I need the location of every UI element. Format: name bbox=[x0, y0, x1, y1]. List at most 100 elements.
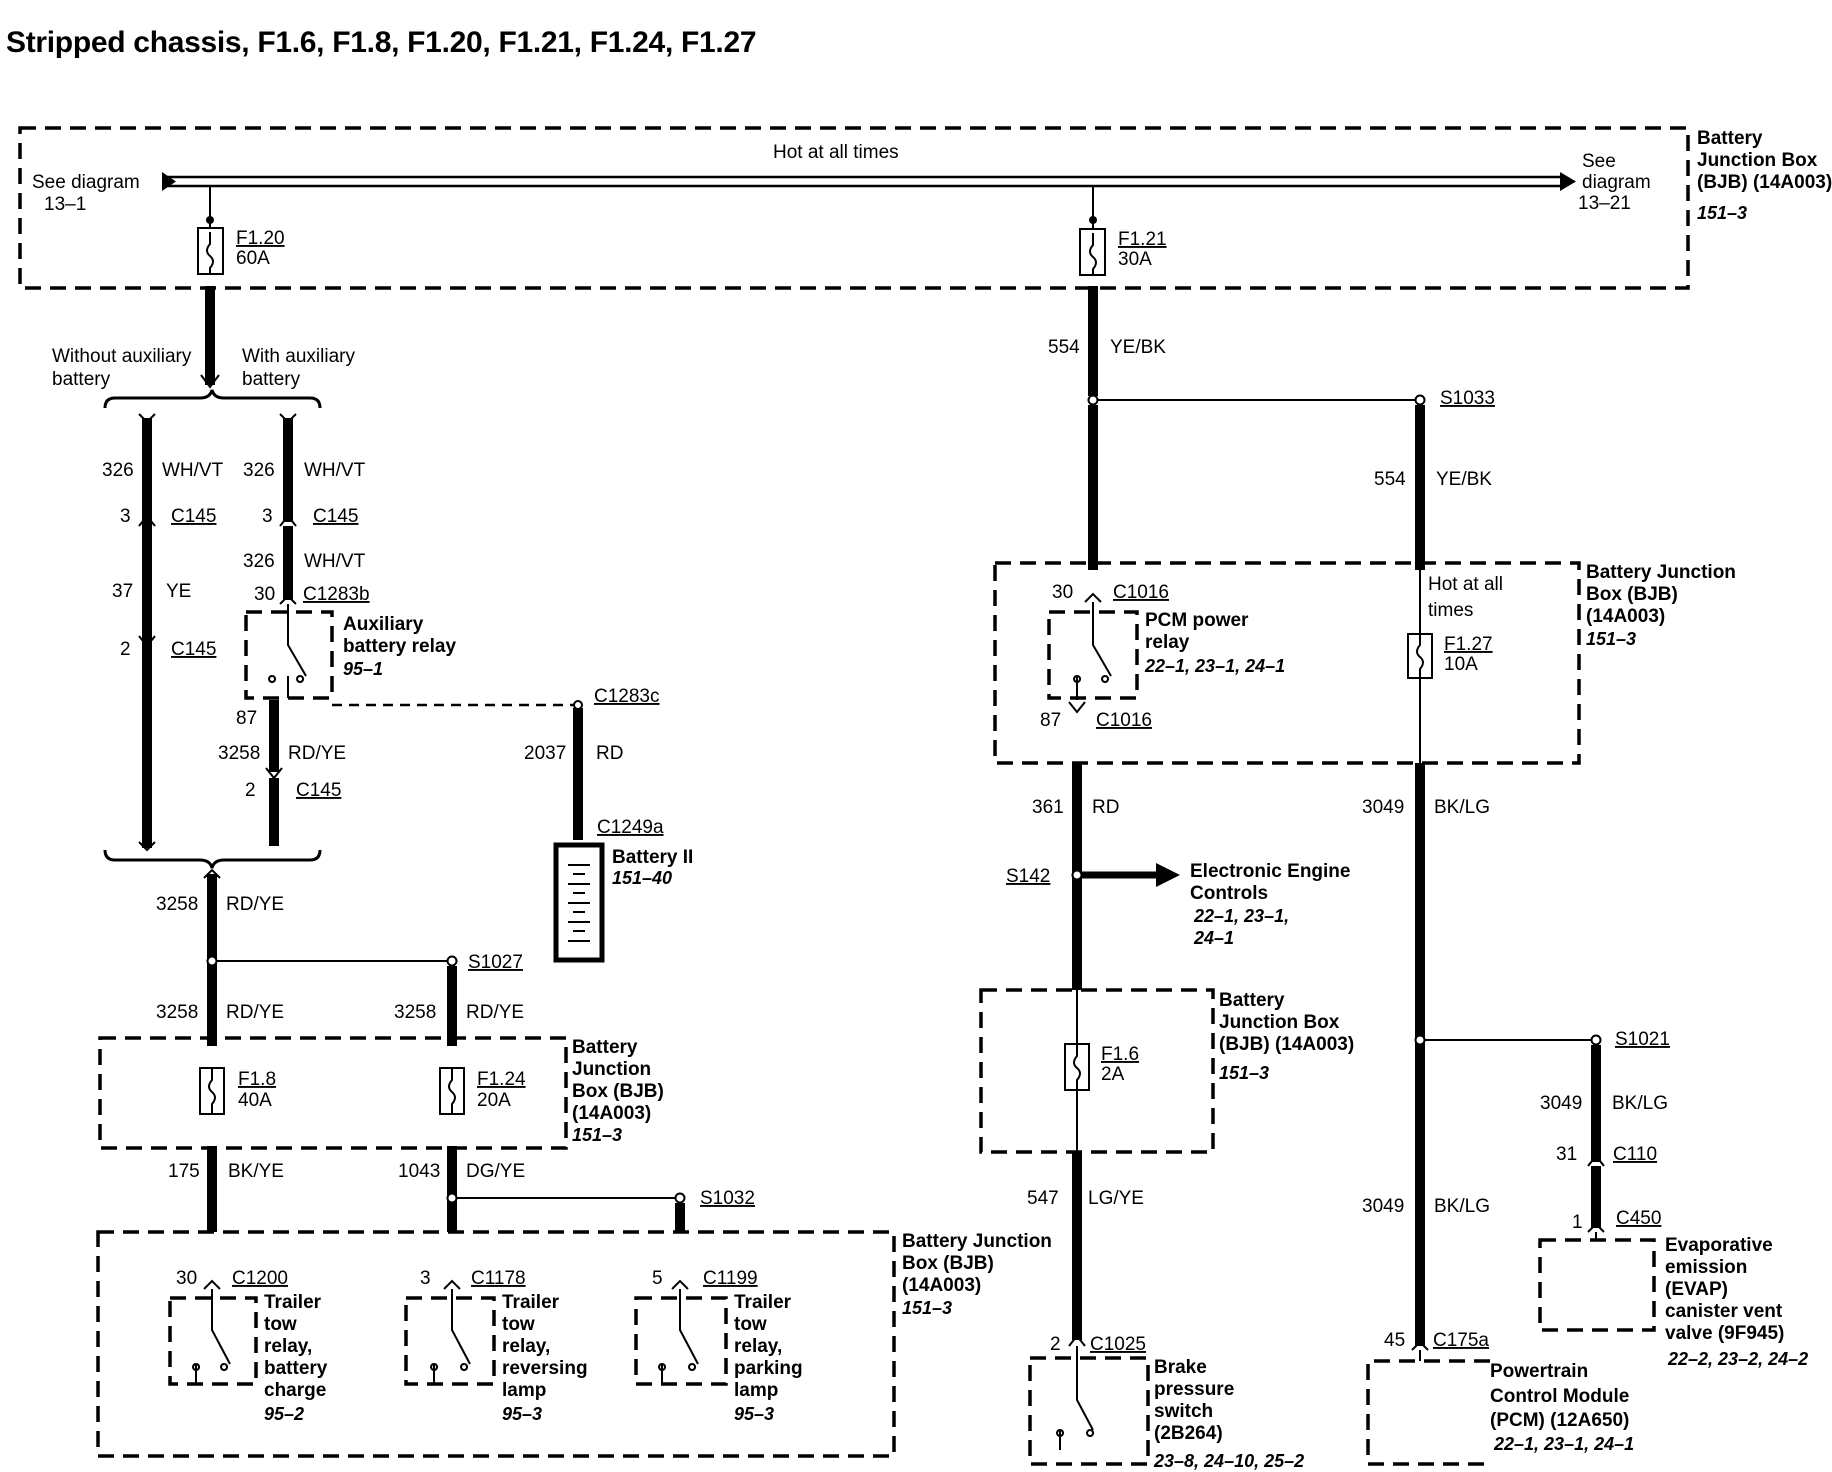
evap-box bbox=[1538, 1238, 1656, 1332]
c145c-pin: 2 bbox=[120, 639, 131, 660]
eec-label-2: Controls bbox=[1190, 883, 1268, 904]
c145d-name: C145 bbox=[296, 780, 341, 801]
c1283b-pin: 30 bbox=[254, 584, 275, 605]
pcm-relay-ref: 22–1, 23–1, 24–1 bbox=[1144, 656, 1285, 676]
ttr-rev-label-3: relay, bbox=[502, 1336, 550, 1357]
w175-num: 175 bbox=[168, 1161, 200, 1182]
c175a-pin: 45 bbox=[1384, 1330, 1405, 1351]
pcm-relay-switch-icon bbox=[1073, 612, 1112, 700]
w2037-num: 2037 bbox=[524, 743, 566, 764]
w3049c-color: BK/LG bbox=[1434, 1196, 1490, 1217]
pcm-box bbox=[1366, 1359, 1490, 1466]
w3049b-color: BK/LG bbox=[1612, 1093, 1668, 1114]
c1025-name: C1025 bbox=[1090, 1334, 1146, 1355]
bjb-center-box bbox=[979, 988, 1215, 1154]
fuse-f1-6-id: F1.6 bbox=[1101, 1044, 1139, 1065]
c1199-pin: 5 bbox=[652, 1268, 663, 1289]
brake-switch-ref: 23–8, 24–10, 25–2 bbox=[1153, 1451, 1304, 1471]
eec-ref-1: 22–1, 23–1, bbox=[1193, 906, 1289, 926]
w1043-num: 1043 bbox=[398, 1161, 440, 1182]
w3258d-num: 3258 bbox=[394, 1002, 436, 1023]
bjb-left-label-3: Box (BJB) bbox=[572, 1081, 664, 1102]
s1021-label: S1021 bbox=[1615, 1029, 1670, 1050]
bjb-mid-right-label-3: (14A003) bbox=[1586, 606, 1665, 627]
ttr-batt-label-3: relay, bbox=[264, 1336, 312, 1357]
c145b-pin: 3 bbox=[262, 506, 273, 527]
fuse-f1-27-rating: 10A bbox=[1444, 654, 1478, 675]
w3258b-color: RD/YE bbox=[226, 894, 284, 915]
eec-label-1: Electronic Engine bbox=[1190, 861, 1350, 882]
ttr-batt-ref: 95–2 bbox=[264, 1404, 304, 1424]
bjb-bottom-label-1: Battery Junction bbox=[902, 1231, 1052, 1252]
aux-relay-label-2: battery relay bbox=[343, 636, 456, 657]
w3258c-num: 3258 bbox=[156, 1002, 198, 1023]
fuse-f1-27-id: F1.27 bbox=[1444, 634, 1493, 655]
pcm-label-1: Powertrain bbox=[1490, 1361, 1588, 1382]
w326b-num: 326 bbox=[243, 460, 275, 481]
s1032-label: S1032 bbox=[700, 1188, 755, 1209]
aux-relay-ref: 95–1 bbox=[343, 659, 383, 679]
w3049a-num: 3049 bbox=[1362, 797, 1404, 818]
c1283b-name: C1283b bbox=[303, 584, 370, 605]
pcm-ref: 22–1, 23–1, 24–1 bbox=[1493, 1434, 1634, 1454]
pcm-label-2: Control Module bbox=[1490, 1386, 1629, 1407]
brake-switch-label-3: switch bbox=[1154, 1401, 1213, 1422]
bjb-top-ref: 151–3 bbox=[1697, 203, 1747, 223]
bjb-bottom-box bbox=[96, 1230, 896, 1458]
fuse-f1-8-id: F1.8 bbox=[238, 1069, 276, 1090]
ttr-batt-switch-icon bbox=[192, 1298, 231, 1384]
bjb-bottom-label-2: Box (BJB) bbox=[902, 1253, 994, 1274]
w3258d-color: RD/YE bbox=[466, 1002, 524, 1023]
evap-label-2: emission bbox=[1665, 1257, 1747, 1278]
c175a-name: C175a bbox=[1433, 1330, 1489, 1351]
w326a-num: 326 bbox=[102, 460, 134, 481]
ttr-rev-label-2: tow bbox=[502, 1314, 535, 1335]
ttr-batt-box bbox=[168, 1296, 258, 1386]
aux-relay-label-1: Auxiliary bbox=[343, 614, 424, 635]
c1200-pin: 30 bbox=[176, 1268, 197, 1289]
c1016a-name: C1016 bbox=[1113, 582, 1169, 603]
bjb-center-label-2: Junction Box bbox=[1219, 1012, 1340, 1033]
w554a-num: 554 bbox=[1048, 337, 1080, 358]
ttr-park-label-3: relay, bbox=[734, 1336, 782, 1357]
w326c-color: WH/VT bbox=[304, 551, 366, 572]
hot-note-2: times bbox=[1428, 600, 1473, 621]
fuse-f1-24-id: F1.24 bbox=[477, 1069, 526, 1090]
hot-note-1: Hot at all bbox=[1428, 574, 1503, 595]
c1016b-pin: 87 bbox=[1040, 710, 1061, 731]
option-without-1: Without auxiliary bbox=[52, 346, 192, 367]
c145b-name: C145 bbox=[313, 506, 358, 527]
evap-label-1: Evaporative bbox=[1665, 1235, 1773, 1256]
option-without-2: battery bbox=[52, 369, 111, 390]
left-ref-1: See diagram bbox=[32, 172, 140, 193]
c1016a-pin: 30 bbox=[1052, 582, 1073, 603]
bjb-mid-right-ref: 151–3 bbox=[1586, 629, 1636, 649]
w175-color: BK/YE bbox=[228, 1161, 284, 1182]
eec-arrow-icon bbox=[1156, 863, 1180, 887]
bjb-top-label-3: (BJB) (14A003) bbox=[1697, 172, 1832, 193]
option-with-1: With auxiliary bbox=[242, 346, 355, 367]
w2037-color: RD bbox=[596, 743, 623, 764]
s1027-label: S1027 bbox=[468, 952, 523, 973]
ttr-park-label-4: parking bbox=[734, 1358, 803, 1379]
bjb-center-label-1: Battery bbox=[1219, 990, 1285, 1011]
brake-switch-box bbox=[1028, 1356, 1150, 1466]
w326a-color: WH/VT bbox=[162, 460, 224, 481]
c450-pin: 1 bbox=[1572, 1212, 1583, 1233]
bjb-top-box bbox=[18, 126, 1690, 290]
brake-switch-label-2: pressure bbox=[1154, 1379, 1234, 1400]
aux-relay-switch-icon bbox=[268, 612, 307, 698]
w554b-num: 554 bbox=[1374, 469, 1406, 490]
battery-ii-label: Battery II bbox=[612, 847, 693, 868]
pcm-relay-label-1: PCM power bbox=[1145, 610, 1249, 631]
w361-color: RD bbox=[1092, 797, 1119, 818]
c110-pin: 31 bbox=[1556, 1144, 1577, 1165]
c1283b-87: 87 bbox=[236, 708, 257, 729]
w3049c-num: 3049 bbox=[1362, 1196, 1404, 1217]
battery-ii-ref: 151–40 bbox=[612, 868, 672, 888]
option-with-2: battery bbox=[242, 369, 301, 390]
fuse-f1-21-id: F1.21 bbox=[1118, 229, 1167, 250]
bjb-left-label-1: Battery bbox=[572, 1037, 638, 1058]
fuse-f1-8-rating: 40A bbox=[238, 1090, 272, 1111]
